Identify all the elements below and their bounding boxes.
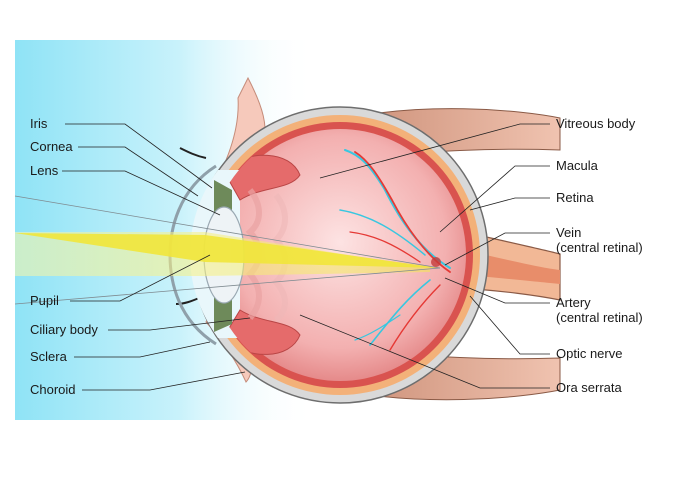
leader-lines xyxy=(62,123,550,391)
label-iris: Iris xyxy=(30,116,48,131)
label-sclera: Sclera xyxy=(30,349,68,364)
vein-branch xyxy=(339,209,426,256)
ora-serrata-leader xyxy=(299,314,550,389)
ciliary-body-leader xyxy=(108,317,251,331)
artery-branch xyxy=(349,231,421,263)
label-lens: Lens xyxy=(30,163,59,178)
label-vitreous-body: Vitreous body xyxy=(556,116,636,131)
blood-vessels xyxy=(339,149,451,351)
macula-leader xyxy=(439,165,550,233)
choroid-leader xyxy=(82,371,246,391)
label-artery-sub: (central retinal) xyxy=(556,310,643,325)
vitreous-body-leader xyxy=(319,123,550,179)
label-ciliary-body: Ciliary body xyxy=(30,322,98,337)
label-ora-serrata: Ora serrata xyxy=(556,380,623,395)
label-vein: Vein xyxy=(556,225,581,240)
light-beam-core xyxy=(15,233,440,268)
label-artery: Artery xyxy=(556,295,591,310)
iris-leader xyxy=(65,123,213,189)
retina-leader xyxy=(469,197,550,211)
pupil-leader xyxy=(70,254,211,302)
label-cornea: Cornea xyxy=(30,139,73,154)
ray-top xyxy=(14,195,441,269)
vein-branch-2 xyxy=(369,279,431,346)
artery-branch-2 xyxy=(389,284,441,351)
cornea-leader xyxy=(78,146,199,197)
vein-vessel xyxy=(344,149,451,269)
artery-vessel xyxy=(354,151,451,273)
label-vein-sub: (central retinal) xyxy=(556,240,643,255)
label-pupil: Pupil xyxy=(30,293,59,308)
artery-leader xyxy=(444,277,550,304)
macula-spot xyxy=(431,257,441,267)
lens-leader xyxy=(62,170,221,216)
optic-nerve-leader xyxy=(469,295,550,355)
label-retina: Retina xyxy=(556,190,594,205)
vein-leader xyxy=(444,232,550,266)
label-optic-nerve: Optic nerve xyxy=(556,346,622,361)
sclera-leader xyxy=(74,341,211,358)
ray-bottom xyxy=(14,267,441,305)
label-macula: Macula xyxy=(556,158,599,173)
eyelash-top xyxy=(179,147,207,159)
label-choroid: Choroid xyxy=(30,382,76,397)
